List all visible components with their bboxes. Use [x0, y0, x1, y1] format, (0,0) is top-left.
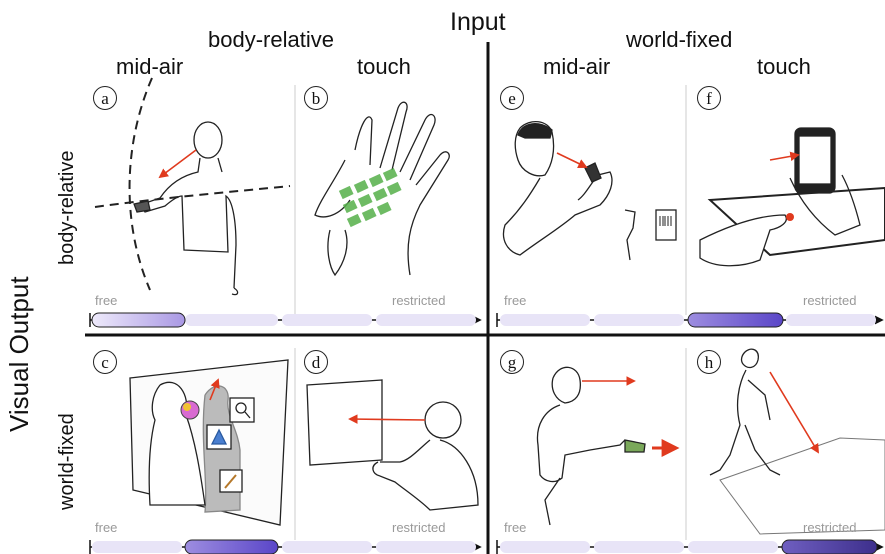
sketch-f	[699, 127, 885, 267]
panel-label-a: a	[93, 86, 117, 110]
col-touch-left: touch	[357, 54, 411, 79]
sketch-b	[314, 101, 450, 277]
scale-restricted-bottom-left: restricted	[392, 520, 446, 535]
panel-label-c: c	[93, 350, 117, 374]
panel-label-g: g	[500, 350, 524, 374]
scale-bottom-left	[89, 539, 482, 554]
sketch-c	[129, 359, 289, 526]
sketch-d	[306, 379, 479, 511]
group-world-fixed: world-fixed	[626, 27, 733, 52]
panel-label-h: h	[697, 350, 721, 374]
group-body-relative: body-relative	[208, 27, 334, 52]
sketch-g	[536, 366, 646, 526]
scale-free-bottom-right: free	[504, 520, 527, 535]
sketch-h	[709, 348, 885, 535]
col-mid-air-left: mid-air	[116, 54, 184, 79]
col-mid-air-right: mid-air	[543, 54, 611, 79]
row-world-fixed: world-fixed	[56, 413, 78, 510]
grid-icon	[338, 167, 402, 228]
input-title: Input	[450, 8, 506, 36]
scale-restricted-top-right: restricted	[803, 293, 857, 308]
scale-restricted-bottom-right: restricted	[803, 520, 857, 535]
panel-label-e: e	[500, 86, 524, 110]
col-touch-right: touch	[757, 54, 811, 79]
visual-output-label: Visual Output	[4, 276, 34, 432]
scale-bottom-right	[496, 539, 884, 554]
sketch-a	[94, 77, 291, 296]
color-wheel-icon	[180, 400, 200, 420]
scale-restricted-top-left: restricted	[392, 293, 446, 308]
scale-free-top-left: free	[95, 293, 118, 308]
sketch-e	[502, 121, 677, 261]
panel-label-d: d	[304, 350, 328, 374]
scale-top-right	[496, 312, 884, 328]
scale-free-bottom-left: free	[95, 520, 118, 535]
scale-top-left	[89, 312, 482, 328]
scale-free-top-right: free	[504, 293, 527, 308]
panel-label-b: b	[304, 86, 328, 110]
row-body-relative: body-relative	[56, 150, 78, 265]
panel-label-f: f	[697, 86, 721, 110]
